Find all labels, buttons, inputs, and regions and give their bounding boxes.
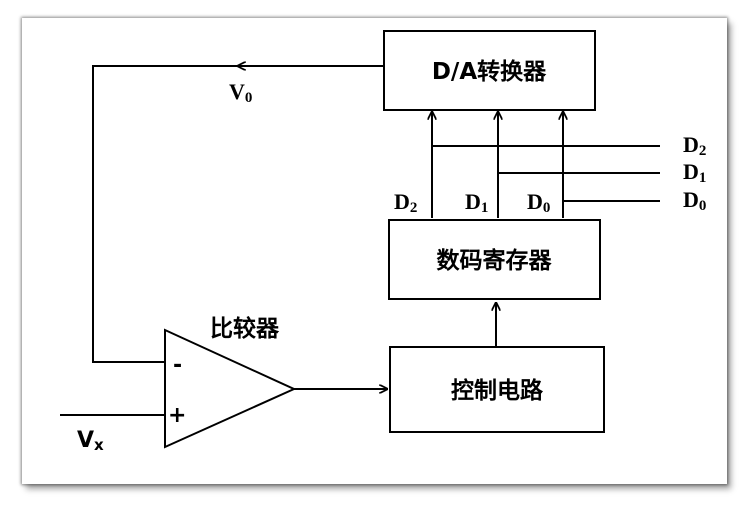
v0-label-main: V xyxy=(229,79,245,104)
d2-bus-label-sub: 2 xyxy=(410,200,418,216)
d0-bus-label-sub: 0 xyxy=(543,200,551,216)
d2-output-label-sub: 2 xyxy=(699,143,707,159)
d1-output-label-sub: 1 xyxy=(699,170,707,186)
v0-label-sub: 0 xyxy=(245,90,253,106)
d1-bus-label-main: D xyxy=(465,189,481,214)
d0-output-label-main: D xyxy=(683,187,699,212)
d2-bus-label-main: D xyxy=(394,189,410,214)
vx-label: Vx xyxy=(77,428,104,454)
d0-output-label-sub: 0 xyxy=(699,198,707,214)
d1-output-label-main: D xyxy=(683,159,699,184)
control-block xyxy=(389,346,605,433)
d0-bus-label: D0 xyxy=(527,189,550,216)
comparator-minus-sign: - xyxy=(173,353,182,378)
diagram-frame xyxy=(22,18,727,484)
d2-output-label: D2 xyxy=(683,132,706,159)
register-label: 数码寄存器 xyxy=(437,247,553,274)
control-label: 控制电路 xyxy=(451,377,544,404)
v0-label: V0 xyxy=(229,79,252,106)
vx-label-main: V xyxy=(77,428,94,453)
d0-bus-label-main: D xyxy=(527,189,543,214)
comparator-plus-sign: + xyxy=(168,403,186,428)
dac-label: D/A转换器 xyxy=(432,58,547,85)
dac-block xyxy=(383,30,596,111)
d1-output-label: D1 xyxy=(683,159,706,186)
register-block xyxy=(388,219,601,300)
d0-output-label: D0 xyxy=(683,187,706,214)
d1-bus-label-sub: 1 xyxy=(481,200,489,216)
d2-output-label-main: D xyxy=(683,132,699,157)
comparator-symbol xyxy=(164,328,297,449)
comparator-label: 比较器 xyxy=(210,315,280,342)
d2-bus-label: D2 xyxy=(394,189,417,216)
vx-label-sub: x xyxy=(94,436,104,454)
d1-bus-label: D1 xyxy=(465,189,488,216)
